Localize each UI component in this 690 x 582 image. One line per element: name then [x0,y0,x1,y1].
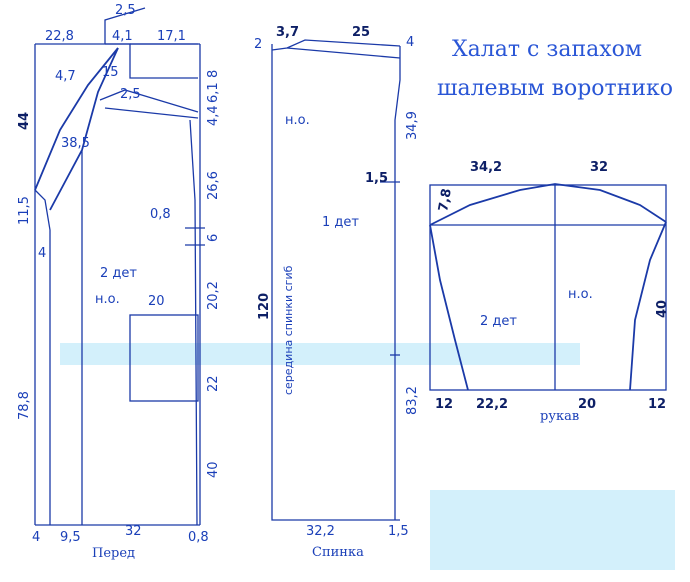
front-dim-shoulder-drop-b: 8 [206,70,221,78]
back-caption: Спинка [312,545,364,560]
front-dim-collar-side: 4,7 [55,69,76,84]
sleeve-right-seam [629,221,667,391]
front-pieces-label: 2 дет [100,266,137,281]
front-dim-shoulder-drop-a: 6,1 [206,82,221,103]
front-dim-pocket-width: 20 [148,294,165,309]
front-dim-lapel: 38,5 [61,136,90,151]
front-dim-length-left: 78,8 [17,391,32,420]
sleeve-dim-cap-left: 34,2 [470,160,502,175]
title-line-1: Халат с запахом [452,37,642,62]
sleeve-cap-curve [429,183,667,226]
sleeve-dim-cap-right: 32 [590,160,608,175]
sleeve-pieces-label: 2 дет [480,314,517,329]
title-block: Халат с запахом шалевым воротнико [437,37,673,101]
sleeve-piece [429,183,667,391]
back-neck-shoulder [271,39,401,51]
sleeve-caption: рукав [540,409,579,424]
title-line-2: шалевым воротнико [437,76,673,101]
front-shoulder-slope [99,89,199,113]
sleeve-dim-hem-right: 12 [648,397,666,412]
scan-patch [430,490,675,570]
front-dim-hem-left: 4 [32,530,40,545]
back-dim-hem-width: 32,2 [306,524,335,539]
back-dim-neck-left: 2 [254,37,262,52]
back-dim-armhole: 34,9 [405,111,420,140]
sleeve-dim-hem-mid-right: 20 [578,397,596,412]
front-grain-label: н.о. [95,292,120,307]
back-dim-neck-width: 3,7 [276,25,299,40]
back-outline-left [271,44,400,521]
back-grain-label: н.о. [285,113,310,128]
front-dim-shoulder-drop-c: 4,4 [206,105,221,126]
back-dim-shoulder-drop: 4 [406,35,414,50]
front-dim-front-ext: 4 [38,246,46,261]
scan-band [60,343,580,365]
sleeve-labels: 34,2 32 7,8 н.о. 2 дет 40 12 22,2 20 12 … [435,160,670,424]
front-caption: Перед [92,546,135,561]
back-fold-label: середина спинки сгиб [282,265,295,395]
back-dim-side-offset: 1,5 [365,171,388,186]
front-dim-armhole-left: 44 [17,112,32,130]
back-dim-shoulder: 25 [352,25,370,40]
front-top-extension [104,7,146,44]
front-dim-dart: 0,8 [150,207,171,222]
back-dim-length: 120 [257,293,272,320]
front-dim-dart-len: 6 [206,234,221,242]
front-dim-hem-right: 0,8 [188,530,209,545]
front-labels: 2,5 22,8 4,1 17,1 4,7 15 2,5 38,5 0,8 20… [17,3,221,561]
front-dim-pocket-side: 22 [206,375,221,392]
sleeve-dim-length: 40 [655,300,670,318]
front-collar-inner [49,47,119,211]
front-dim-waist-left: 11,5 [17,196,32,225]
front-extension-line [34,189,51,525]
front-dim-collar-angle: 15 [102,65,119,80]
front-dim-collar-step: 2,5 [120,87,141,102]
sleeve-dim-hem-mid-left: 22,2 [476,397,508,412]
front-shoulder-slope2 [104,107,199,119]
sleeve-dim-hem-left: 12 [435,397,453,412]
front-side-seam [189,119,198,526]
front-neck-block [105,43,198,79]
front-dim-neck-depth: 4,1 [112,29,133,44]
front-dim-side-upper: 26,6 [206,171,221,200]
back-side-seam [394,46,401,520]
front-dim-pocket-top: 20,2 [206,281,221,310]
back-piece [271,39,401,521]
back-shoulder-guide [286,47,401,59]
back-labels: 2 3,7 25 4 н.о. 1,5 1 дет 32,2 1,5 Спинк… [254,25,420,560]
front-dim-neck-left: 22,8 [45,29,74,44]
front-dim-side-lower: 40 [206,461,221,478]
front-dim-shoulder-right: 17,1 [157,29,186,44]
front-pocket [129,314,199,402]
front-dim-hem-width: 32 [125,524,142,539]
back-dim-lower-side: 83,2 [405,386,420,415]
back-pieces-label: 1 дет [322,215,359,230]
front-dim-hem-fold: 9,5 [60,530,81,545]
front-collar-outer [34,47,119,191]
sleeve-dim-cap-height: 7,8 [436,187,455,212]
front-piece [34,7,205,526]
sleeve-left-seam [429,224,469,391]
front-dim-top-extension: 2,5 [115,3,136,18]
sleeve-grain-label: н.о. [568,287,593,302]
back-dim-hem-right: 1,5 [388,524,409,539]
